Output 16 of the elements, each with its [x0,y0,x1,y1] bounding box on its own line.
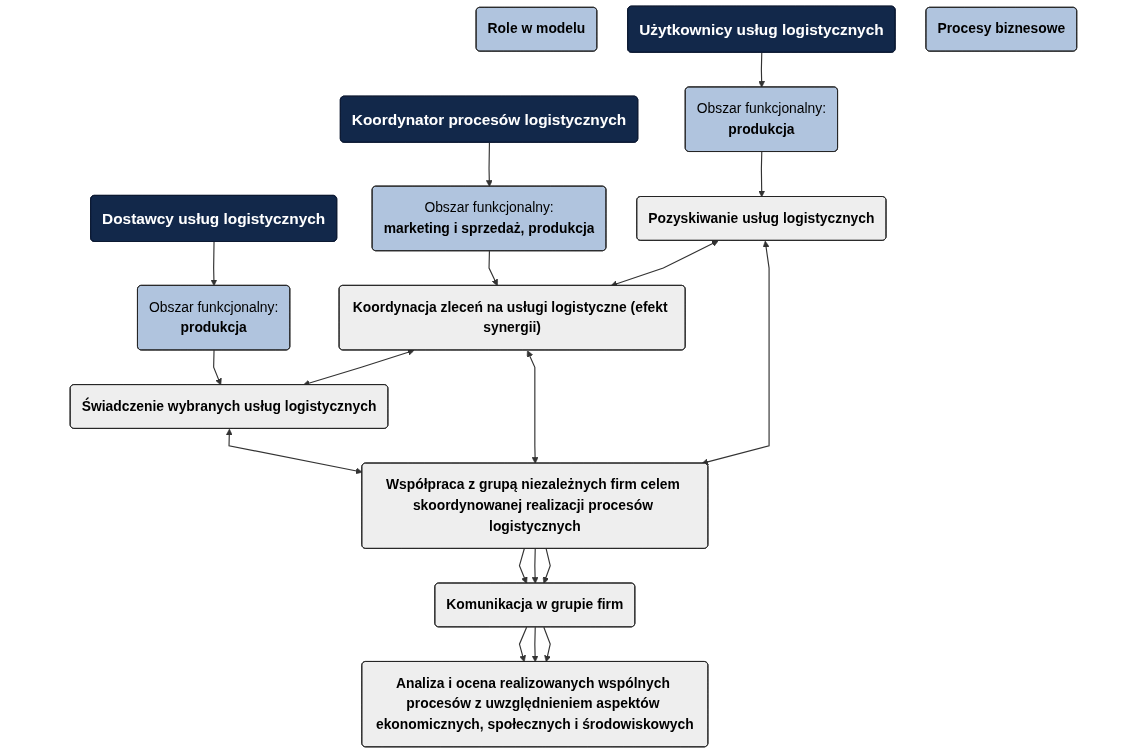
arrow [757,151,765,198]
arrow [542,548,551,584]
arrow [542,626,551,663]
arrow [212,349,222,386]
arrow [610,240,718,287]
arrow [757,52,765,88]
arrow [225,428,362,475]
arrow [701,240,770,466]
arrow [488,250,498,287]
arrow [210,241,217,287]
arrow [518,626,527,663]
arrow [531,626,538,663]
arrow [518,548,527,584]
arrow [531,548,538,584]
arrow [485,142,493,187]
arrow [526,350,538,464]
